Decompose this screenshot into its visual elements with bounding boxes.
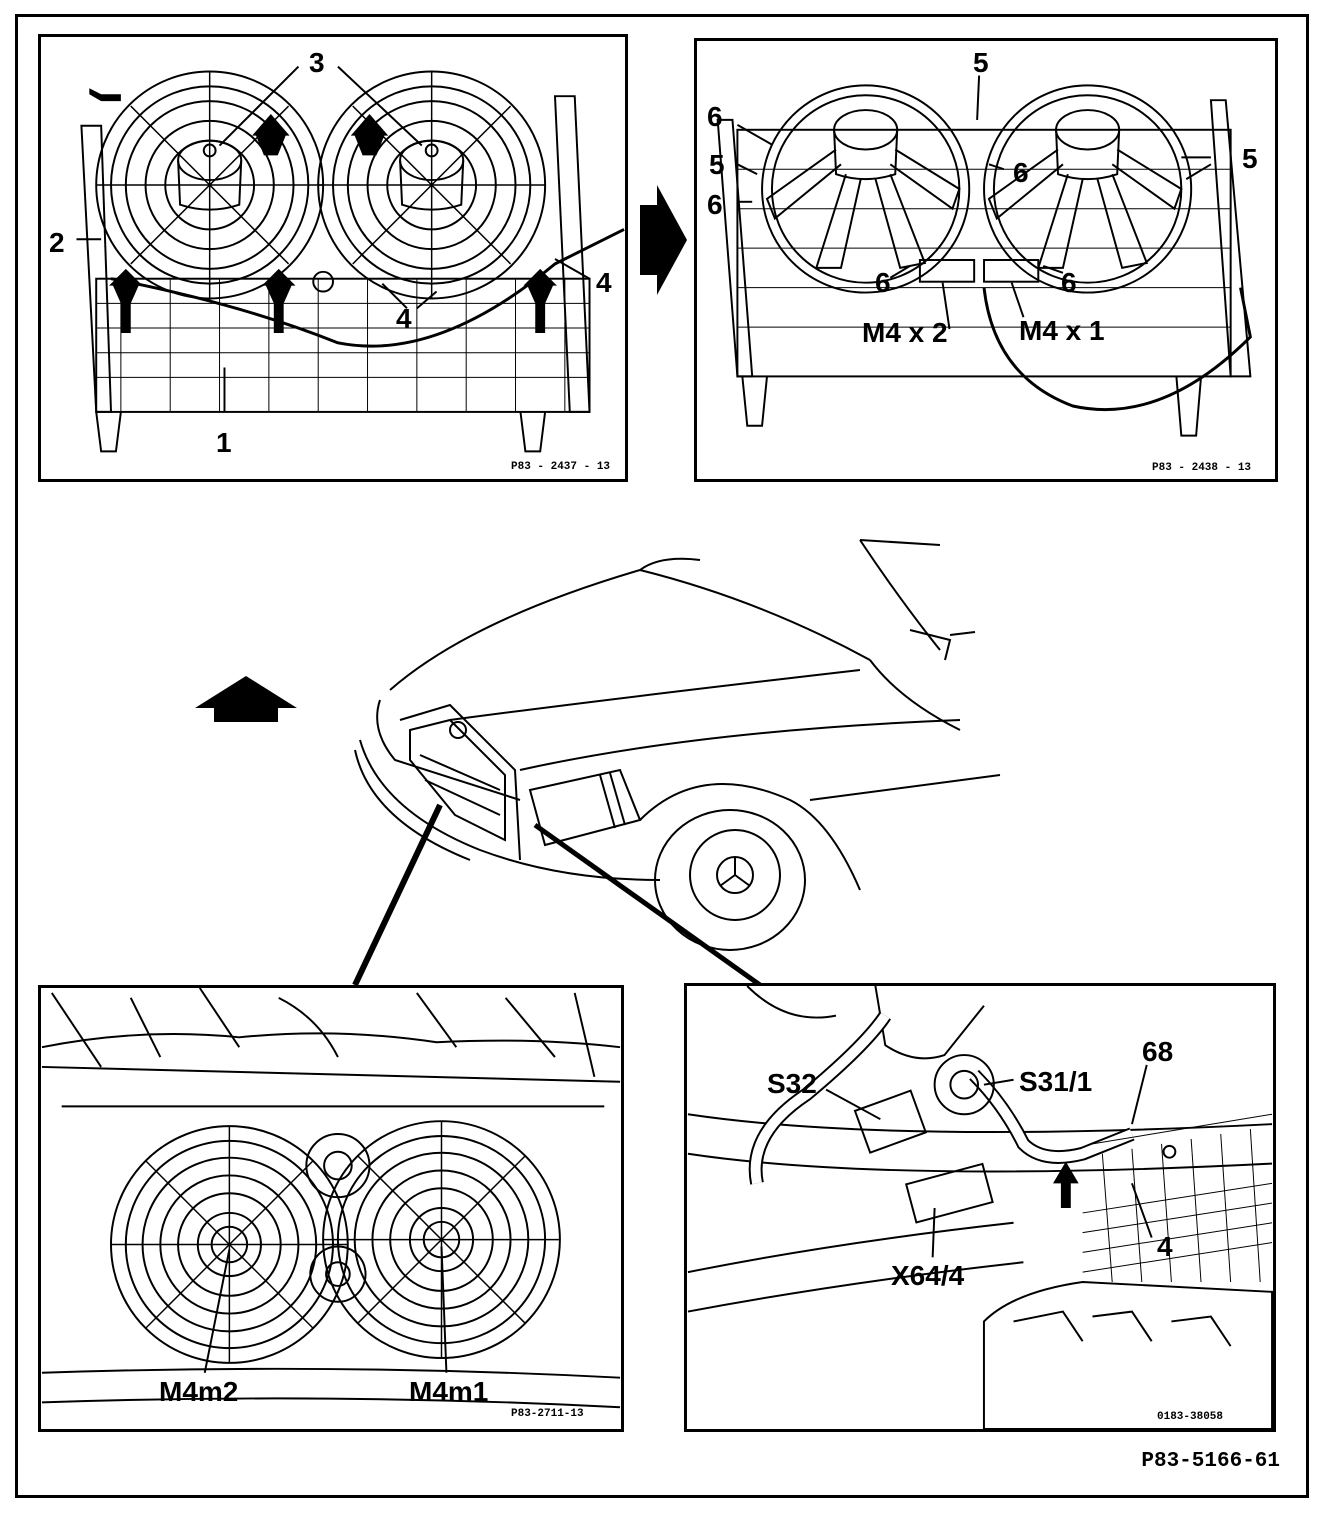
- switch-s32: [853, 1089, 928, 1154]
- panel-ref-tr: P83 - 2438 - 13: [1152, 462, 1252, 474]
- callout-6-b: 6: [707, 189, 723, 220]
- panel-fan-mounting: 5 5 5 6 6 6 6 6 6 M4 x 2 M4 x 1 P83 - 24…: [694, 38, 1278, 482]
- callout-5-left: 5: [709, 149, 725, 180]
- forward-arrow-icon: [640, 185, 687, 295]
- up-arrow-icon: [1053, 1161, 1079, 1208]
- callout-2: 2: [49, 227, 65, 258]
- fan-left-mount: [761, 84, 971, 294]
- fan-right-mount: [983, 84, 1193, 294]
- panel-ref-br: 0183-38058: [1157, 1411, 1224, 1423]
- panel-fans-installed: M4m2 M4m1 P83-2711-13: [38, 985, 624, 1432]
- callout-x64-4: X64/4: [891, 1260, 965, 1291]
- panel-ref-bl: P83-2711-13: [511, 1408, 584, 1420]
- connector-x64-4: [904, 1162, 994, 1224]
- callout-4-right: 4: [596, 267, 612, 298]
- callout-1: 1: [216, 427, 232, 458]
- switch-s31-1: [933, 1054, 995, 1116]
- callout-5-right: 5: [1242, 143, 1258, 174]
- callout-6-d: 6: [875, 267, 891, 298]
- callout-6-e: 6: [1061, 267, 1077, 298]
- callout-m4m1: M4m1: [409, 1376, 489, 1407]
- callout-m4x1: M4 x 1: [1019, 315, 1105, 346]
- panel-pressure-switches: S32 S31/1 68 X64/4 4 0183-38058: [684, 983, 1276, 1432]
- callout-4-center: 4: [396, 303, 412, 334]
- callout-6-a: 6: [707, 101, 723, 132]
- callout-s32: S32: [767, 1068, 817, 1099]
- callout-s31-1: S31/1: [1019, 1066, 1093, 1097]
- fans-installed-drawing: [41, 988, 621, 1409]
- callout-m4x2: M4 x 2: [862, 317, 948, 348]
- panel-radiator-fans: 1 2 3 4 4 P83 - 2437 - 13: [38, 34, 628, 482]
- callout-5-top: 5: [973, 47, 989, 78]
- diagram-frame: [15, 14, 1309, 1498]
- callout-4: 4: [1157, 1231, 1173, 1262]
- panel-ref-tl: P83 - 2437 - 13: [511, 461, 611, 473]
- callout-m4m2: M4m2: [159, 1376, 239, 1407]
- callout-68: 68: [1142, 1036, 1174, 1067]
- callout-6-c: 6: [1013, 157, 1029, 188]
- fan-mounting-drawing: [716, 75, 1252, 437]
- pressure-switches-drawing: [687, 986, 1273, 1429]
- battery: [982, 1281, 1273, 1429]
- callout-3: 3: [309, 47, 325, 78]
- radiator-core: [95, 277, 591, 413]
- figure-reference: P83-5166-61: [1141, 1450, 1280, 1473]
- radiator-fans-drawing: [76, 65, 625, 453]
- up-arrow-icon: [89, 88, 557, 333]
